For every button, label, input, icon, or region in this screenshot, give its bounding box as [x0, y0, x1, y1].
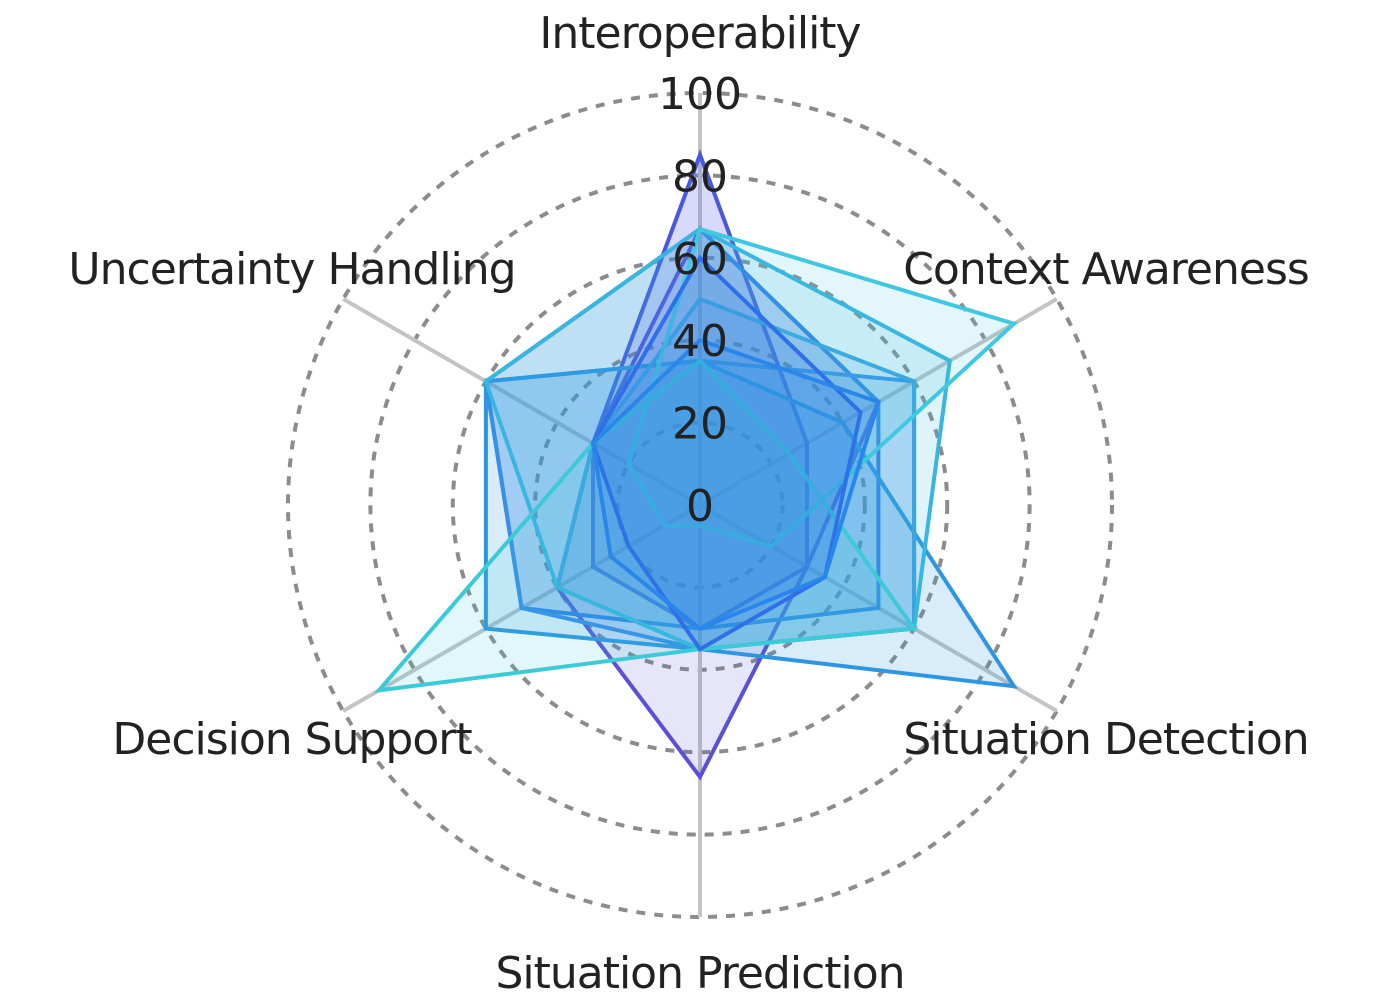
series-polygon-10	[590, 337, 881, 631]
series-polygon-7	[626, 226, 1018, 549]
grid-ring-100	[286, 91, 1114, 919]
axis-label-4: Decision Support	[112, 714, 472, 765]
tick-label-40: 40	[672, 316, 728, 367]
axis-label-1: Context Awareness	[903, 244, 1309, 295]
tick-label-0: 0	[686, 481, 714, 532]
radial-tick-labels: 0 20 40 60 80 100	[658, 69, 742, 532]
radar-series	[373, 149, 1019, 781]
axis-label-5: Uncertainty Handling	[68, 244, 515, 295]
grid-ring-60	[450, 255, 950, 755]
axis-spoke-5	[342, 297, 702, 507]
axis-label-2: Situation Detection	[903, 714, 1308, 765]
tick-label-20: 20	[672, 399, 728, 450]
axis-label-3: Situation Prediction	[495, 948, 904, 999]
tick-label-80: 80	[672, 151, 728, 202]
tick-label-100: 100	[658, 69, 742, 120]
axis-label-0: Interoperability	[539, 8, 860, 59]
tick-label-60: 60	[672, 234, 728, 285]
